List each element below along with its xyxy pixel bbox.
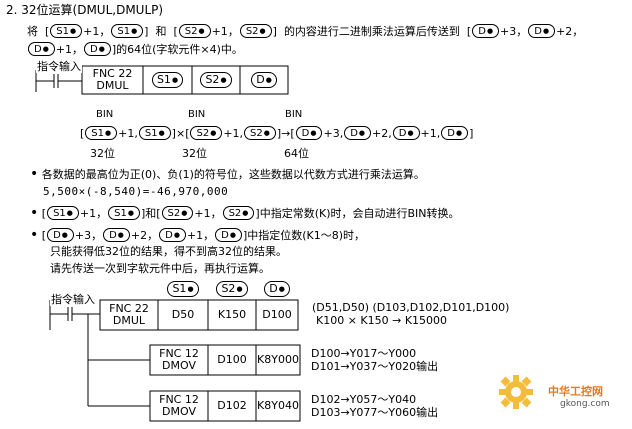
operand-d: D●: [215, 228, 242, 242]
note-bullet-3-line-3: 请先传送一次到字软元件中后，再执行运算。: [50, 262, 270, 275]
ladder-2-row-2-operand-b: K8Y000: [257, 353, 299, 366]
ladder-2-header-s1: S1●: [158, 281, 208, 297]
operand-s2: S2●: [244, 126, 276, 140]
operand-d: D●: [295, 126, 323, 140]
formula-bin-2: BIN: [188, 109, 206, 120]
note-bullet-3-line-2: 只能获得低32位的结果，得不到高32位的结果。: [50, 245, 287, 258]
formula-bin-1: BIN: [96, 109, 114, 120]
ladder-2-row-1-operand-b: K150: [217, 308, 247, 321]
operand-d: D●: [472, 24, 500, 38]
operand-s2: S2●: [190, 126, 223, 140]
ladder-2-input-label: 指令输入: [50, 293, 96, 306]
ladder-2-row-1-note-2: K100 × K150 → K15000: [316, 314, 448, 327]
intro-text-c: 的内容进行二进制乘法运算后传送到: [283, 25, 460, 38]
operand-s1: S1●: [85, 126, 118, 140]
operand-d: D●: [392, 126, 420, 140]
operand-s2: S2●: [161, 206, 194, 220]
ladder-2-row-1-operand-a: D50: [171, 308, 195, 321]
intro-text-a: 将: [27, 25, 38, 38]
formula-bits-3: 64位: [284, 147, 309, 160]
intro-line-1: 将 [S1●+1，S1●] 和 [S2●+1，S2●] 的内容进行二进制乘法运算…: [27, 24, 584, 38]
ladder-2-row-1-note-1: (D51,D50) (D103,D102,D101,D100): [312, 301, 510, 314]
operand-s2: S2●: [178, 24, 211, 38]
operand-s1: S1●: [138, 126, 171, 140]
operand-d: D●: [441, 126, 469, 140]
operand-s1: S1●: [47, 206, 79, 220]
note-bullet-1: • 各数据的最高位为正(0)、负(1)的符号位，这些数据以代数方式进行乘法运算。: [30, 166, 425, 182]
operand-d: D●: [528, 24, 556, 38]
ladder-2-row-2-operand-a: D100: [217, 353, 247, 366]
formula-bits-1: 32位: [90, 147, 115, 160]
formula-bin-3: BIN: [285, 109, 303, 120]
operand-d: D●: [103, 228, 130, 242]
ladder-2-row-3-operand-a: D102: [217, 399, 247, 412]
section-heading: 2. 32位运算(DMUL,DMULP): [6, 3, 164, 17]
operand-d: D●: [159, 228, 186, 242]
ladder-2-row-2-note-1: D100→Y017～Y000: [311, 347, 417, 360]
ladder-2-row-1-operand-c: D100: [262, 308, 292, 321]
operand-s2: S2●: [239, 24, 272, 38]
note-bullet-2: • [S1●+1，S1●]和[S2●+1，S2●]中指定常数(K)时，会自动进行…: [30, 205, 460, 221]
operand-d: D●: [84, 42, 111, 56]
operand-s1: S1●: [50, 24, 83, 38]
operand-s1: S1●: [108, 206, 140, 220]
ladder-2-header-d: D●: [256, 281, 298, 297]
ladder-2-row-3-note-1: D102→Y057～Y040: [311, 393, 417, 406]
operand-d: D●: [47, 228, 74, 242]
intro-text-tail: 的64位(字软元件×4)中。: [116, 43, 243, 56]
operand-s1: S1●: [111, 24, 144, 38]
ladder-1-operand-s1: S1●: [143, 66, 192, 94]
ladder-2-row-3-note-2: D103→Y077～Y060输出: [311, 406, 439, 419]
operand-d: D●: [344, 126, 372, 140]
intro-line-2: D●+1，D●]的64位(字软元件×4)中。: [27, 42, 243, 56]
operand-s2: S2●: [222, 206, 255, 220]
formula-expression: [S1●+1,S1●]×[S2●+1,S2●]→[D●+3,D●+2,D●+1,…: [80, 126, 474, 140]
ladder-1-operand-s2: S2●: [192, 66, 240, 94]
note-bullet-3: • [D●+3，D●+2，D●+1，D●]中指定位数(K1～8)时，: [30, 227, 366, 243]
ladder-1-input-label: 指令输入: [36, 60, 82, 73]
ladder-2-header-s2: S2●: [208, 281, 256, 297]
operand-d: D●: [28, 42, 55, 56]
gear-logo-icon: [499, 375, 533, 409]
formula-bits-2: 32位: [182, 147, 207, 160]
ladder-1-operand-d: D●: [240, 66, 288, 94]
watermark-url: gkong.com: [560, 399, 610, 409]
ladder-2-row-3-operand-b: K8Y040: [257, 399, 299, 412]
intro-text-b: 和: [155, 25, 167, 38]
note-example: 5,500×(-8,540)=-46,970,000: [43, 185, 229, 198]
ladder-2-row-2-note-2: D101→Y037～Y020输出: [311, 360, 439, 373]
watermark-name: 中华工控网: [548, 385, 603, 398]
